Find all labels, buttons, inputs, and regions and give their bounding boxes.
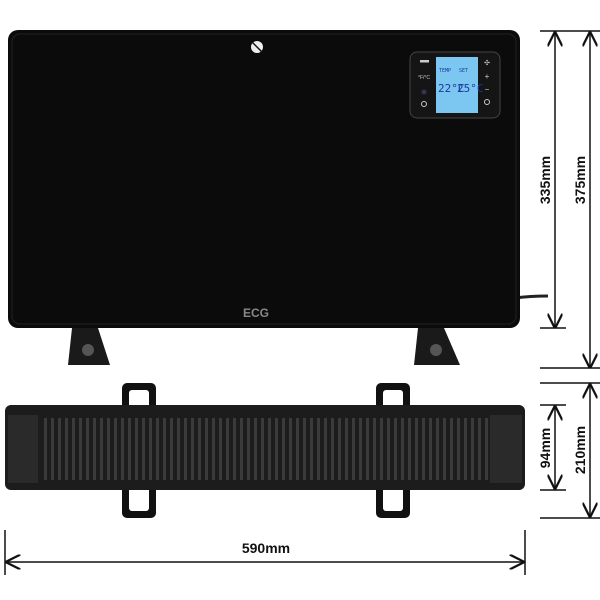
- grille-slat: [471, 418, 474, 480]
- grille-slat: [205, 418, 208, 480]
- grille-slat: [429, 418, 432, 480]
- dim-width: 590mm: [242, 540, 290, 556]
- grille-slat: [114, 418, 117, 480]
- lcd-screen: [436, 57, 478, 113]
- grille-slat: [317, 418, 320, 480]
- grille-slat: [128, 418, 131, 480]
- power-icon: [421, 101, 427, 107]
- grille-slat: [485, 418, 488, 480]
- timer-icon: [484, 99, 490, 105]
- grille-slat: [296, 418, 299, 480]
- grille-slat: [121, 418, 124, 480]
- minus-icon: −: [485, 85, 490, 94]
- grille-slat: [352, 418, 355, 480]
- grille-slat: [65, 418, 68, 480]
- grille-slat: [303, 418, 306, 480]
- grille-slat: [415, 418, 418, 480]
- grille-slat: [100, 418, 103, 480]
- lcd-set-label: SET: [459, 68, 468, 74]
- grille-slat: [464, 418, 467, 480]
- grille-slat: [58, 418, 61, 480]
- dim-glass-height: 335mm: [537, 156, 553, 204]
- grille-slat: [422, 418, 425, 480]
- grille-slat: [401, 418, 404, 480]
- lcd-temp-label: TEMP: [439, 68, 451, 74]
- grille-slat: [408, 418, 411, 480]
- dim-total-height: 375mm: [572, 156, 588, 204]
- grille-slat: [247, 418, 250, 480]
- lcd-set-temp: 25°C: [457, 82, 484, 95]
- grille-slat: [387, 418, 390, 480]
- grille-slat: [163, 418, 166, 480]
- grille-slat: [149, 418, 152, 480]
- grille-slat: [198, 418, 201, 480]
- plus-icon: +: [485, 72, 490, 81]
- grille-slat: [324, 418, 327, 480]
- grille-slat: [191, 418, 194, 480]
- grille-slat: [142, 418, 145, 480]
- grille-slat: [254, 418, 257, 480]
- grille-slat: [233, 418, 236, 480]
- grille-slat: [359, 418, 362, 480]
- do-not-cover-icon: [251, 41, 263, 53]
- grille-slat: [86, 418, 89, 480]
- grille-slat: [135, 418, 138, 480]
- brand-logo: ECG: [243, 306, 269, 320]
- grille-slat: [436, 418, 439, 480]
- fan-icon: ✣: [484, 59, 490, 67]
- grille-slat: [457, 418, 460, 480]
- grille-slat: [72, 418, 75, 480]
- front-panel: [8, 30, 520, 328]
- grille-slat: [268, 418, 271, 480]
- grille-slat: [219, 418, 222, 480]
- grille-slat: [107, 418, 110, 480]
- grille-slat: [373, 418, 376, 480]
- grille-slat: [310, 418, 313, 480]
- grille-slat: [226, 418, 229, 480]
- grille-slat: [289, 418, 292, 480]
- dim-total-depth: 210mm: [572, 426, 588, 474]
- grille-slat: [184, 418, 187, 480]
- grille-slat: [331, 418, 334, 480]
- grille-slat: [450, 418, 453, 480]
- dimension-lines: [4, 30, 600, 575]
- grille-slat: [177, 418, 180, 480]
- grille-slat: [338, 418, 341, 480]
- grille-slat: [240, 418, 243, 480]
- grille-slat: [170, 418, 173, 480]
- lcd-current-temp: 22°C: [438, 82, 465, 95]
- dim-body-depth: 94mm: [537, 428, 553, 468]
- grille-slat: [79, 418, 82, 480]
- eco-icon: [421, 89, 427, 95]
- grille-slat: [93, 418, 96, 480]
- grille-slat: [366, 418, 369, 480]
- grille-slat: [44, 418, 47, 480]
- grille-slat: [443, 418, 446, 480]
- grille-slat: [394, 418, 397, 480]
- grille-slat: [212, 418, 215, 480]
- grille-slat: [345, 418, 348, 480]
- bottom-view: [5, 383, 525, 518]
- grille-slat: [282, 418, 285, 480]
- unit-toggle-button[interactable]: °F/°C: [418, 75, 430, 81]
- grille-slat: [51, 418, 54, 480]
- grille-slat: [275, 418, 278, 480]
- control-panel: °F/°C TEMP SET 22°C 25°C ✣ + −: [409, 51, 501, 119]
- grille-slat: [380, 418, 383, 480]
- grille-slat: [478, 418, 481, 480]
- grille-slat: [156, 418, 159, 480]
- grille-slat: [261, 418, 264, 480]
- battery-icon: [420, 60, 429, 63]
